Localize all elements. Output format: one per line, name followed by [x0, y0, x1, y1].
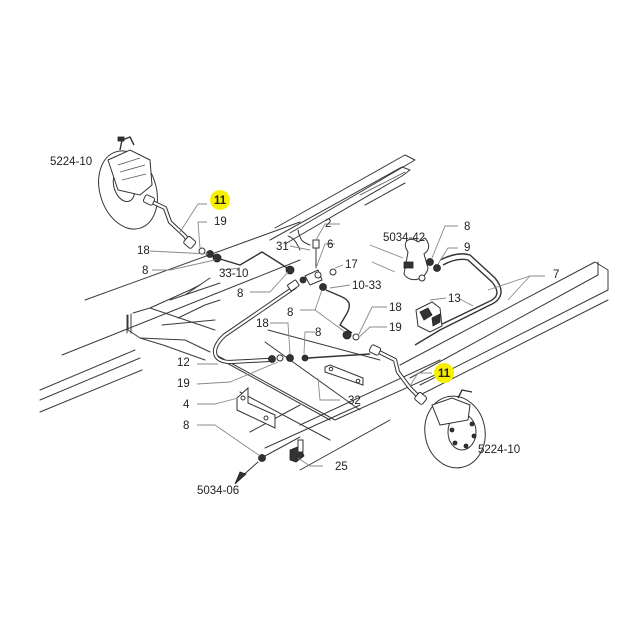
label-5034-06[interactable]: 5034-06: [197, 485, 239, 497]
label-10-33[interactable]: 10-33: [352, 280, 381, 292]
label-5034-42[interactable]: 5034-42: [383, 232, 425, 244]
label-4[interactable]: 4: [183, 399, 190, 411]
chassis-frame: [39, 154, 609, 471]
label-11-top[interactable]: 11: [214, 195, 227, 207]
label-19-a[interactable]: 19: [214, 216, 227, 228]
left-brake-assembly: [98, 136, 158, 230]
label-18-a[interactable]: 18: [137, 245, 150, 257]
valve-assembly: [403, 237, 443, 333]
label-19-c[interactable]: 19: [177, 378, 190, 390]
label-17[interactable]: 17: [345, 259, 358, 271]
label-9[interactable]: 9: [464, 242, 470, 254]
label-6[interactable]: 6: [327, 239, 333, 251]
highlight-part-11-top: [210, 190, 230, 210]
brackets: [236, 364, 364, 429]
label-2[interactable]: 2: [325, 218, 331, 230]
label-5224-10-right[interactable]: 5224-10: [478, 444, 520, 456]
label-5224-10-left[interactable]: 5224-10: [50, 156, 92, 168]
label-8-f[interactable]: 8: [183, 420, 189, 432]
part-labels: 5224-10 11 19 18 8 33-10 8 2 31 6 17 10-…: [50, 156, 559, 497]
label-13[interactable]: 13: [448, 293, 461, 305]
label-25[interactable]: 25: [335, 461, 348, 473]
bottom-fittings: [234, 436, 305, 485]
label-8-a[interactable]: 8: [142, 265, 148, 277]
label-18-c[interactable]: 18: [256, 318, 269, 330]
label-7[interactable]: 7: [553, 269, 559, 281]
label-12[interactable]: 12: [177, 357, 190, 369]
leader-lines: [149, 203, 545, 467]
label-8-d[interactable]: 8: [464, 221, 470, 233]
label-11-bottom[interactable]: 11: [438, 368, 451, 380]
label-32[interactable]: 32: [348, 395, 361, 407]
label-19-b[interactable]: 19: [389, 322, 402, 334]
brake-pipes: [213, 239, 502, 405]
label-8-e[interactable]: 8: [315, 327, 321, 339]
right-brake-assembly: [424, 389, 486, 469]
label-33-10[interactable]: 33-10: [219, 268, 248, 280]
label-8-c[interactable]: 8: [287, 307, 293, 319]
label-18-b[interactable]: 18: [389, 302, 402, 314]
highlight-part-11-bottom: [434, 363, 454, 383]
label-8-b[interactable]: 8: [237, 288, 243, 300]
label-31[interactable]: 31: [276, 241, 289, 253]
left-brake-hose: [142, 194, 222, 263]
